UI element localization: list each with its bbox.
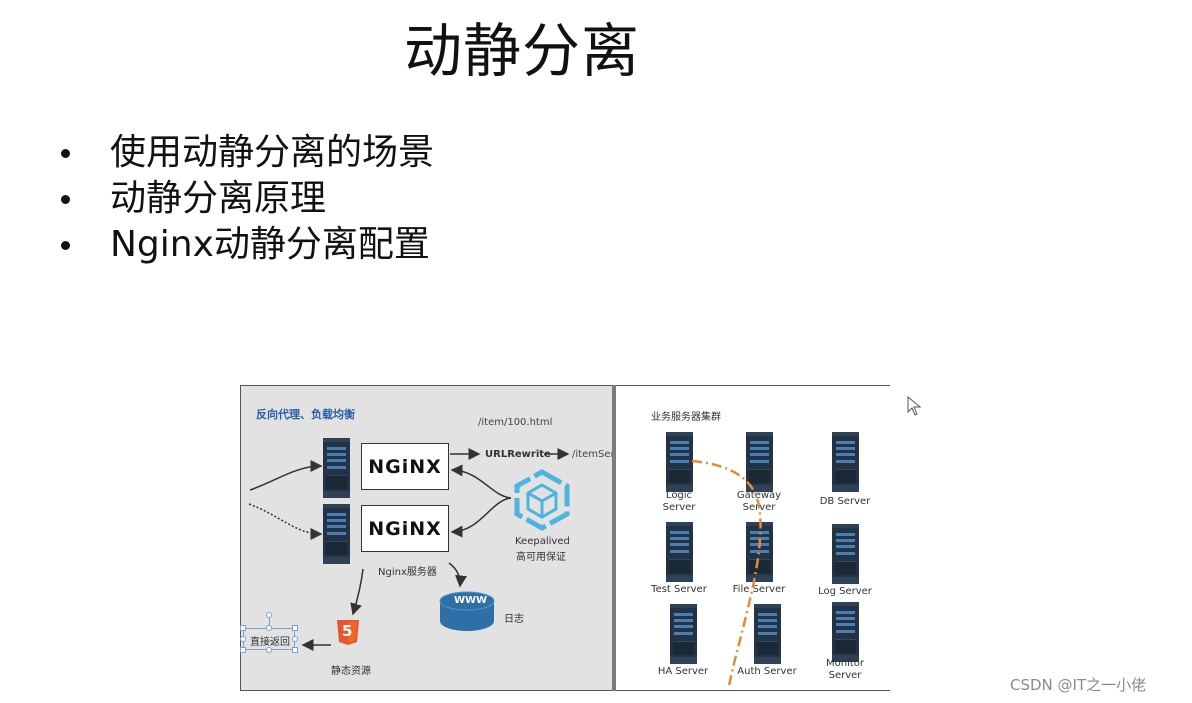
bullet-item: 动静分离原理 <box>58 176 434 222</box>
direct-return-label: 直接返回 <box>250 637 290 648</box>
server-label: Test Server <box>651 584 707 595</box>
server-label: Auth Server <box>737 666 797 677</box>
bullet-text: 动静分离原理 <box>110 178 327 219</box>
bullet-list: 使用动静分离的场景 动静分离原理 Nginx动静分离配置 <box>58 130 434 268</box>
bullet-text: 使用动静分离的场景 <box>110 132 435 173</box>
static-resource-label: 静态资源 <box>331 666 371 677</box>
nginx-server-label: Nginx服务器 <box>378 567 437 578</box>
server-label: Log Server <box>818 586 872 597</box>
resize-handle[interactable] <box>240 636 246 642</box>
server-icon <box>666 522 693 582</box>
arrows-layer <box>248 448 570 651</box>
www-database-icon <box>439 591 495 631</box>
cluster-heading: 业务服务器集群 <box>651 412 721 423</box>
request-path: /item/100.html <box>478 417 553 428</box>
server-icon <box>832 602 859 662</box>
server-icon <box>670 604 697 664</box>
bullet-text: Nginx动静分离配置 <box>110 224 430 265</box>
panel-divider <box>612 385 616 691</box>
resize-handle[interactable] <box>292 625 298 631</box>
server-icon <box>666 432 693 492</box>
rotate-handle[interactable] <box>266 612 272 618</box>
architecture-diagram: 反向代理、负载均衡 /item/100.html URLRewrite /ite… <box>240 385 890 691</box>
dashed-flow-line <box>691 459 762 687</box>
resize-handle[interactable] <box>240 625 246 631</box>
server-label: Gateway <box>736 490 782 501</box>
nginx-logo: NGiNX <box>361 443 449 490</box>
www-label: WWW <box>454 595 488 606</box>
server-label: HA Server <box>657 666 709 677</box>
server-icon <box>746 432 773 492</box>
to-static-arrow <box>350 568 364 616</box>
server-label: Server <box>828 670 862 681</box>
bullet-dot-icon <box>61 240 70 250</box>
keepalived-label: Keepalived <box>515 536 570 547</box>
rotate-handle-stem <box>269 618 270 626</box>
server-label: DB Server <box>819 496 871 507</box>
slide-title: 动静分离 <box>404 17 641 85</box>
panel-heading: 反向代理、负载均衡 <box>256 408 355 421</box>
nginx-panel: 反向代理、负载均衡 /item/100.html URLRewrite /ite… <box>240 385 677 691</box>
html5-glyph: 5 <box>342 622 353 640</box>
keepalived-cube-icon <box>514 469 570 531</box>
server-label: Server <box>662 502 696 513</box>
watermark: CSDN @IT之一小佬 <box>1010 676 1147 694</box>
mouse-cursor-icon <box>907 396 922 416</box>
bullet-dot-icon <box>61 148 70 158</box>
keepalived-arrow-1 <box>450 464 512 499</box>
server-label: File Server <box>732 584 786 595</box>
server-label: Logic <box>665 490 693 501</box>
resize-handle[interactable] <box>266 647 272 653</box>
keepalived-arrow-2 <box>450 497 512 538</box>
server-icon <box>323 438 350 498</box>
server-icon <box>754 604 781 664</box>
incoming-arrow <box>249 460 323 491</box>
log-label: 日志 <box>504 614 524 625</box>
to-log-arrow <box>448 562 468 588</box>
incoming-dotted-arrow <box>248 503 323 540</box>
server-label: Monitor <box>825 658 864 669</box>
server-icon <box>832 524 859 584</box>
keepalived-sublabel: 高可用保证 <box>516 552 566 563</box>
bullet-dot-icon <box>61 194 70 204</box>
server-icon <box>832 432 859 492</box>
html5-icon <box>337 620 359 645</box>
bullet-item: 使用动静分离的场景 <box>58 130 434 176</box>
resize-handle[interactable] <box>240 647 246 653</box>
url-rewrite-label: URLRewrite <box>485 449 551 460</box>
resize-handle[interactable] <box>292 636 298 642</box>
nginx-logo: NGiNX <box>361 505 449 552</box>
resize-handle[interactable] <box>292 647 298 653</box>
server-icon <box>323 504 350 564</box>
bullet-item: Nginx动静分离配置 <box>58 222 434 268</box>
